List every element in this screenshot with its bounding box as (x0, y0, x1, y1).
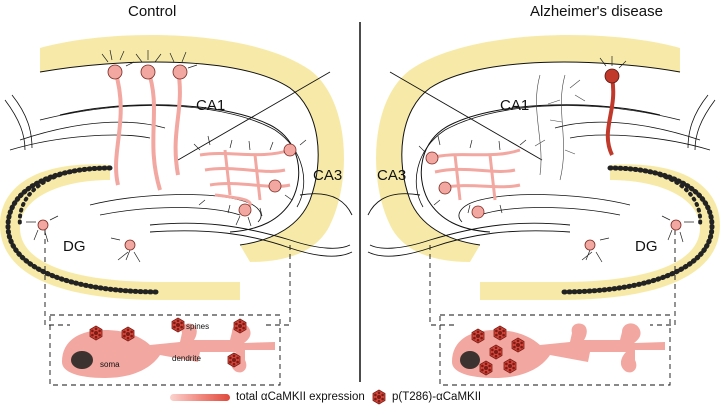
control-phospho-mark (171, 317, 185, 333)
control-phospho-mark (233, 318, 247, 334)
ad-ca1-ghost-neurons (534, 74, 586, 181)
control-ca1-neurons (107, 64, 188, 191)
ad-phospho-mark (493, 325, 507, 341)
control-dg-label: DG (63, 238, 86, 255)
control-phospho-mark (227, 352, 241, 368)
legend-phospho-label: p(T286)-αCaMKII (392, 391, 482, 403)
ad-hippocampus (367, 35, 720, 326)
control-inset (49, 314, 281, 386)
control-neuron-shape (62, 323, 275, 378)
ad-dg-label: DG (635, 238, 658, 255)
ad-phospho-mark (511, 337, 525, 353)
ad-dg-band (480, 164, 720, 300)
inset-spines-label: spines (186, 322, 210, 331)
control-ca-band (40, 35, 344, 262)
control-phospho-mark (89, 325, 103, 341)
control-ca3-label: CA3 (313, 167, 343, 184)
control-phospho-mark (121, 326, 135, 342)
ad-ca1-label: CA1 (500, 97, 530, 114)
legend-expression-label: total αCaMKII expression (236, 391, 365, 403)
control-hippocampus (0, 35, 353, 326)
ad-inset (439, 314, 671, 386)
ad-soma-nucleus (460, 351, 480, 369)
ad-ca3-label: CA3 (377, 167, 407, 184)
ad-phospho-mark (479, 360, 493, 376)
control-soma-nucleus (71, 351, 93, 369)
control-ca1-label: CA1 (196, 97, 226, 114)
inset-dendrite-label: dendrite (172, 354, 201, 363)
ad-ca-band (376, 35, 680, 262)
legend (170, 389, 386, 405)
legend-expression-swatch (170, 394, 230, 401)
inset-soma-label: soma (100, 360, 120, 369)
ad-phospho-mark (471, 328, 485, 344)
ad-phospho-mark (503, 358, 517, 374)
control-dg-band (0, 164, 240, 300)
ad-title: Alzheimer's disease (530, 3, 663, 20)
control-title: Control (128, 3, 177, 20)
legend-phospho-swatch (372, 389, 386, 405)
ad-ca1-dark-neuron (599, 56, 627, 156)
ad-phospho-mark (489, 344, 503, 360)
